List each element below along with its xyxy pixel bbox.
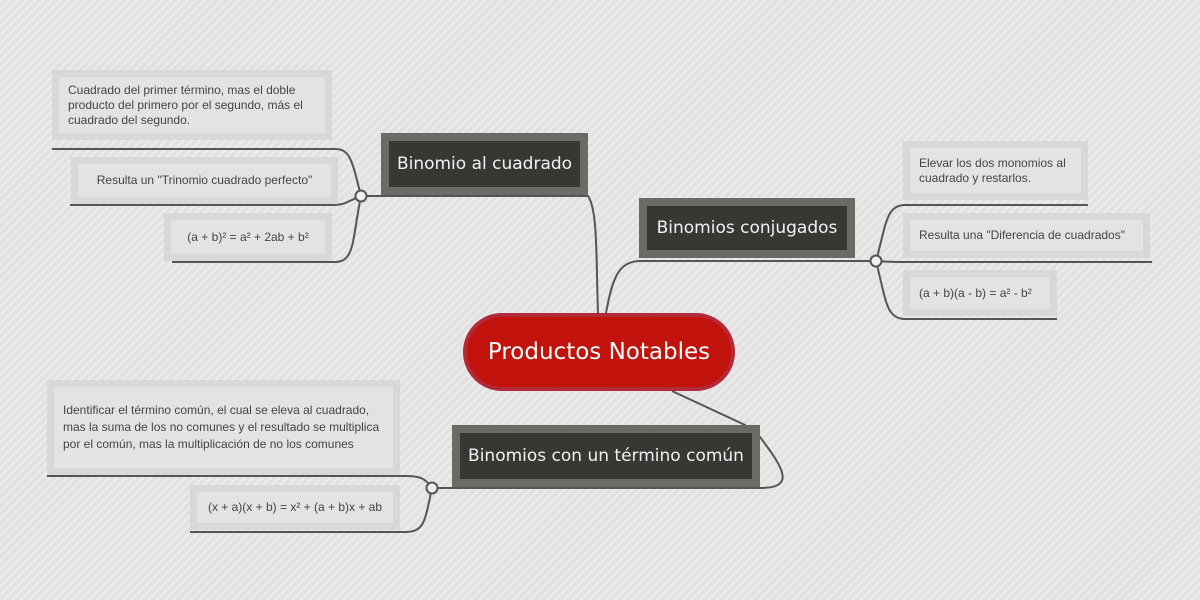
branch-node-circle [869, 254, 883, 268]
topic-binomio-al-cuadrado[interactable]: Binomio al cuadrado [381, 133, 588, 195]
connector-leaf [190, 487, 433, 533]
connector-leaf [875, 204, 1088, 262]
connector-leaf [52, 148, 362, 197]
branch-node-circle [354, 189, 368, 203]
leaf-node[interactable]: Identificar el término común, el cual se… [47, 380, 400, 475]
topic-label: Binomios conjugados [647, 206, 847, 250]
leaf-node[interactable]: (a + b)(a - b) = a² - b² [903, 270, 1057, 316]
leaf-node[interactable]: (x + a)(x + b) = x² + (a + b)x + ab [190, 485, 400, 530]
connector-root-binomios-conjugados [605, 260, 876, 314]
connector-leaf [172, 195, 362, 263]
connector-leaf [875, 260, 1057, 320]
leaf-text: (x + a)(x + b) = x² + (a + b)x + ab [197, 492, 393, 523]
central-topic[interactable]: Productos Notables [463, 313, 735, 391]
leaf-node[interactable]: Cuadrado del primer término, mas el dobl… [52, 70, 332, 140]
topic-binomios-termino-comun[interactable]: Binomios con un término común [452, 425, 760, 487]
topic-binomios-conjugados[interactable]: Binomios conjugados [639, 198, 855, 258]
leaf-node[interactable]: Resulta un "Trinomio cuadrado perfecto" [71, 157, 338, 204]
leaf-text: Resulta un "Trinomio cuadrado perfecto" [78, 164, 331, 197]
leaf-text: Elevar los dos monomios al cuadrado y re… [910, 148, 1081, 193]
leaf-node[interactable]: (a + b)² = a² + 2ab + b² [164, 213, 332, 261]
topic-label: Binomio al cuadrado [389, 141, 580, 187]
central-topic-label: Productos Notables [487, 339, 711, 365]
topic-label: Binomios con un término común [460, 433, 752, 479]
connector-root-termino-comun [432, 390, 784, 489]
leaf-text: (a + b)² = a² + 2ab + b² [171, 220, 325, 254]
leaf-text: Resulta una "Diferencia de cuadrados" [910, 220, 1143, 251]
leaf-text: Identificar el término común, el cual se… [54, 387, 393, 468]
leaf-node[interactable]: Elevar los dos monomios al cuadrado y re… [903, 141, 1088, 200]
branch-node-circle [425, 481, 439, 495]
leaf-text: (a + b)(a - b) = a² - b² [910, 277, 1050, 309]
leaf-node[interactable]: Resulta una "Diferencia de cuadrados" [903, 213, 1150, 258]
connector-root-binomio-cuadrado [361, 195, 599, 314]
leaf-text: Cuadrado del primer término, mas el dobl… [59, 77, 325, 133]
connector-leaf [875, 260, 1152, 263]
